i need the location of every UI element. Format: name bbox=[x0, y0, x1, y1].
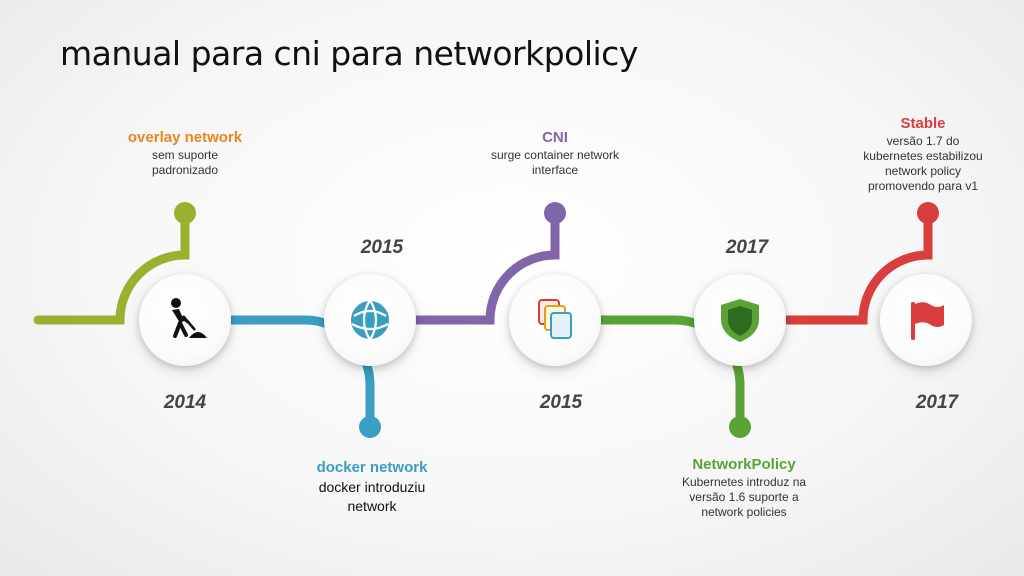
milestone-node-stable bbox=[880, 274, 972, 366]
timeline-dot-purple bbox=[544, 202, 566, 224]
milestone-year: 2015 bbox=[360, 237, 404, 258]
worker-digging-icon bbox=[171, 298, 207, 338]
milestone-year: 2015 bbox=[539, 392, 583, 413]
milestone-desc: docker introduziu network bbox=[318, 479, 426, 514]
milestone-desc: sem suporte padronizado bbox=[151, 148, 219, 177]
timeline-dot-blue bbox=[359, 416, 381, 438]
timeline-segment-olive bbox=[33, 208, 190, 325]
timeline-dot-olive bbox=[174, 202, 196, 224]
milestone-desc: Kubernetes introduz na versão 1.6 suport… bbox=[681, 475, 807, 519]
page-title: manual para cni para networkpolicy bbox=[60, 34, 638, 73]
timeline-dot-green bbox=[729, 416, 751, 438]
timeline-segment-purple bbox=[410, 208, 560, 325]
milestone-head: docker network bbox=[316, 459, 428, 476]
milestone-head: CNI bbox=[542, 129, 568, 146]
milestone-label-docker: docker network docker introduziu network bbox=[296, 459, 448, 516]
milestone-node-networkpolicy bbox=[694, 274, 786, 366]
milestone-year: 2017 bbox=[915, 392, 959, 413]
milestone-head: Stable bbox=[900, 115, 946, 132]
milestone-node-overlay bbox=[139, 274, 231, 366]
flag-icon bbox=[911, 302, 944, 340]
timeline-dot-red bbox=[917, 202, 939, 224]
shield-icon bbox=[721, 299, 759, 342]
milestone-node-docker bbox=[324, 274, 416, 366]
milestone-year: 2017 bbox=[725, 237, 769, 258]
globe-icon bbox=[349, 299, 391, 341]
milestone-label-cni: CNI surge container network interface bbox=[480, 129, 630, 178]
timeline-segment-red bbox=[780, 208, 933, 325]
milestone-label-overlay: overlay network sem suporte padronizado bbox=[110, 129, 260, 178]
milestone-node-cni bbox=[509, 274, 601, 366]
milestone-desc: surge container network interface bbox=[490, 148, 620, 177]
milestone-head: NetworkPolicy bbox=[692, 456, 796, 473]
milestone-label-networkpolicy: NetworkPolicy Kubernetes introduz na ver… bbox=[667, 456, 821, 520]
milestone-desc: versão 1.7 do kubernetes estabilizou net… bbox=[863, 134, 983, 193]
milestone-year: 2014 bbox=[163, 392, 207, 413]
milestone-label-stable: Stable versão 1.7 do kubernetes estabili… bbox=[848, 115, 998, 194]
stacked-cards-icon bbox=[538, 299, 572, 339]
milestone-head: overlay network bbox=[127, 129, 243, 146]
